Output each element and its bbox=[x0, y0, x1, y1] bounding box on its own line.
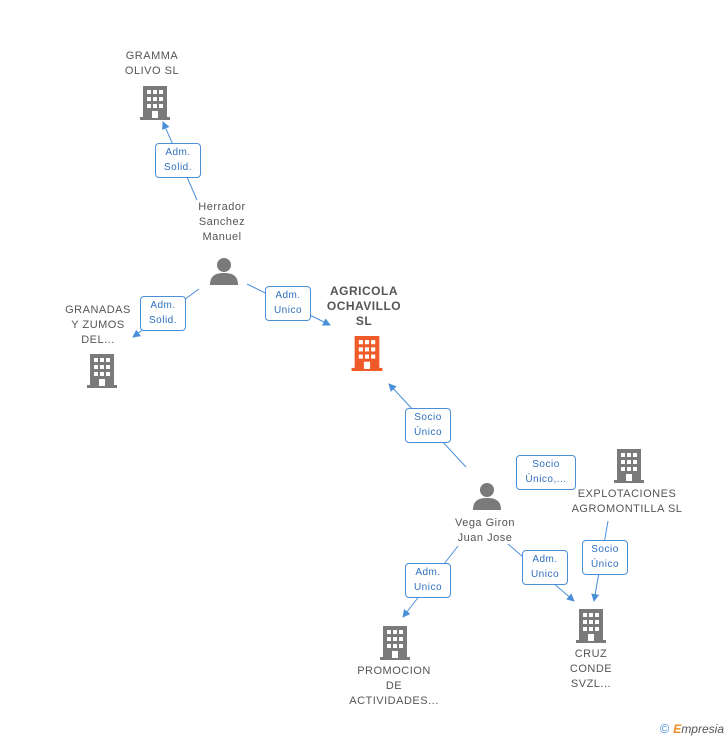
node-label-herrador[interactable]: Herrador Sanchez Manuel bbox=[198, 201, 246, 243]
node-label-explotaciones[interactable]: EXPLOTACIONES AGROMONTILLA SL bbox=[571, 488, 683, 515]
footer-watermark: © Empresia bbox=[660, 721, 724, 736]
edge-badge-herrador-granadas[interactable]: Adm. Solid. bbox=[140, 296, 186, 331]
building-icon[interactable] bbox=[614, 449, 644, 483]
building-icon[interactable] bbox=[140, 86, 170, 120]
edge-badge-vega-agricola[interactable]: Socio Único bbox=[405, 408, 451, 443]
node-label-agricola[interactable]: AGRICOLA OCHAVILLO SL bbox=[326, 284, 402, 328]
node-label-promocion[interactable]: PROMOCION DE ACTIVIDADES... bbox=[349, 665, 439, 707]
brand-rest: mpresia bbox=[681, 721, 724, 736]
edge-badge-explotaciones-cruz[interactable]: Socio Único bbox=[582, 540, 628, 575]
building-icon[interactable] bbox=[87, 354, 117, 388]
edge-badge-vega-explotaciones[interactable]: Socio Único,... bbox=[516, 455, 576, 490]
node-label-vega[interactable]: Vega Giron Juan Jose bbox=[454, 517, 516, 544]
edge-badge-vega-promocion[interactable]: Adm. Unico bbox=[405, 563, 451, 598]
edge-badge-herrador-agricola[interactable]: Adm. Unico bbox=[265, 286, 311, 321]
brand-logo[interactable]: Empresia bbox=[673, 722, 724, 736]
building-icon[interactable] bbox=[380, 626, 410, 660]
copyright-symbol: © bbox=[659, 721, 670, 736]
building-icon[interactable] bbox=[351, 336, 383, 371]
building-icon[interactable] bbox=[576, 609, 606, 643]
brand-initial: E bbox=[673, 721, 682, 736]
node-label-cruz[interactable]: CRUZ CONDE SVZL... bbox=[569, 648, 613, 690]
person-icon[interactable] bbox=[209, 256, 239, 286]
node-label-gramma[interactable]: GRAMMA OLIVO SL bbox=[124, 50, 180, 77]
edge-badge-vega-cruz[interactable]: Adm. Unico bbox=[522, 550, 568, 585]
edge-badge-herrador-gramma[interactable]: Adm. Solid. bbox=[155, 143, 201, 178]
person-icon[interactable] bbox=[472, 481, 502, 511]
node-label-granadas[interactable]: GRANADAS Y ZUMOS DEL... bbox=[65, 304, 131, 346]
